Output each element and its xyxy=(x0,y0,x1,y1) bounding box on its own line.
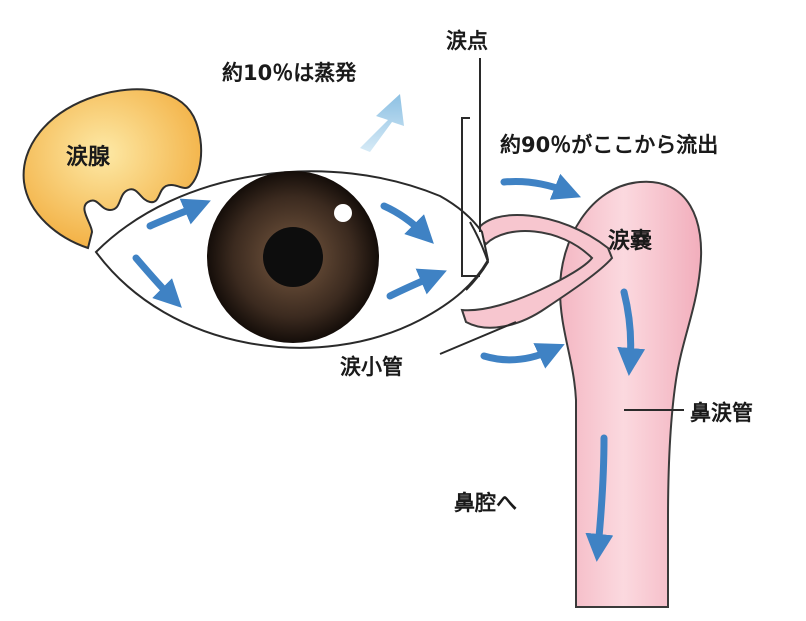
label-lacrimal-sac: 涙嚢 xyxy=(608,228,652,254)
eye-highlight xyxy=(334,204,352,222)
flow-arrow-outflow xyxy=(504,181,568,192)
pupil xyxy=(263,227,323,287)
label-evaporation: 約10％は蒸発 xyxy=(222,61,357,85)
label-lacrimal-punctum: 涙点 xyxy=(446,29,488,53)
label-nasolacrimal-duct: 鼻涙管 xyxy=(690,401,753,425)
label-outflow: 約90％がここから流出 xyxy=(500,133,718,157)
flow-arrow-lower xyxy=(484,350,552,360)
label-canaliculus: 涙小管 xyxy=(340,355,403,379)
label-to-nasal-cavity: 鼻腔へ xyxy=(454,491,517,515)
evaporation-arrow xyxy=(360,94,404,152)
label-lacrimal-gland: 涙腺 xyxy=(66,144,111,170)
